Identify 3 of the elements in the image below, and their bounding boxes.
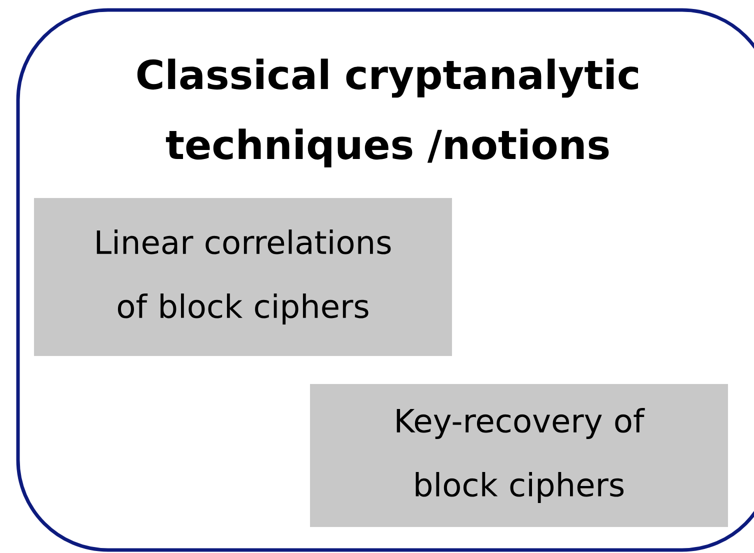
topic-box: Key-recovery of block ciphers <box>310 384 728 527</box>
heading: Classical cryptanalytic techniques /notions <box>137 58 638 168</box>
topic-box: Linear correlations of block ciphers <box>34 198 452 356</box>
